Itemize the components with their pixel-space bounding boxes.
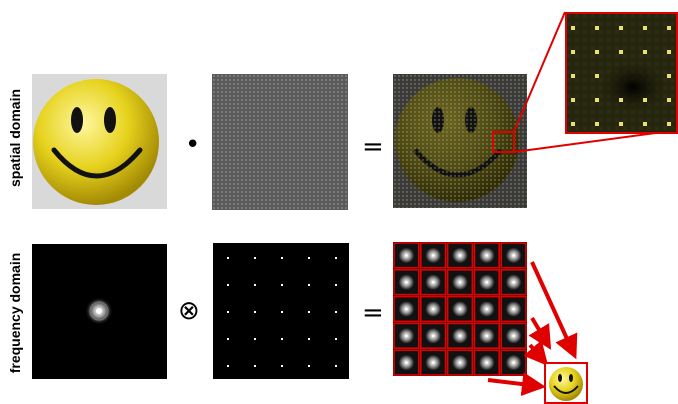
spectrum-replica-cell — [501, 270, 526, 295]
sampled-smiley-icon — [393, 74, 527, 208]
small-smiley-icon — [546, 364, 586, 402]
frequency-domain-label: frequency domain — [7, 248, 23, 378]
spectrum-replica-cell — [394, 350, 419, 375]
spectrum-replica-cell — [448, 297, 473, 322]
multiply-operator: • — [185, 132, 200, 158]
arrow-icon — [530, 345, 543, 360]
spectrum-replica-cell — [448, 323, 473, 348]
arrow-icon — [532, 318, 547, 343]
smiley-original-image — [32, 74, 167, 209]
impulse-grid-image — [213, 243, 349, 379]
spectrum-replica-cell — [501, 297, 526, 322]
spectrum-replica-cell — [474, 323, 499, 348]
spectrum-replica-cell — [421, 243, 446, 268]
replicated-spectrum-image — [393, 242, 527, 376]
spectrum-replica-cell — [474, 270, 499, 295]
spectrum-replica-cell — [474, 243, 499, 268]
spectrum-replica-cell — [394, 270, 419, 295]
zoomed-inset-image — [565, 12, 678, 134]
spectrum-replica-cell — [448, 270, 473, 295]
spectrum-replica-cell — [448, 243, 473, 268]
spectrum-replica-cell — [394, 243, 419, 268]
spectrum-replica-cell — [501, 350, 526, 375]
spectrum-replica-cell — [421, 323, 446, 348]
spectrum-replica-cell — [421, 350, 446, 375]
spectrum-replica-cell — [501, 323, 526, 348]
spectrum-replica-cell — [474, 297, 499, 322]
equals-operator-top: = — [362, 134, 384, 160]
spectrum-replica-cell — [421, 270, 446, 295]
arrow-icon — [532, 262, 573, 352]
spectrum-replica-cell — [501, 243, 526, 268]
convolve-operator: ⊗ — [178, 298, 200, 324]
spectrum-replica-cell — [394, 323, 419, 348]
equals-operator-bottom: = — [362, 300, 384, 326]
arrow-icon — [488, 380, 538, 386]
sampled-smiley-image — [393, 74, 527, 208]
spectrum-replica-cell — [394, 297, 419, 322]
smiley-face-icon — [32, 74, 167, 209]
spectrum-replica-cell — [421, 297, 446, 322]
recovered-smiley-image — [544, 362, 588, 404]
sampling-grid-image — [212, 74, 348, 210]
spectrum-replica-cell — [448, 350, 473, 375]
smiley-spectrum-image — [32, 244, 167, 379]
spectrum-replica-cell — [474, 350, 499, 375]
spatial-domain-label: spatial domain — [7, 83, 23, 193]
